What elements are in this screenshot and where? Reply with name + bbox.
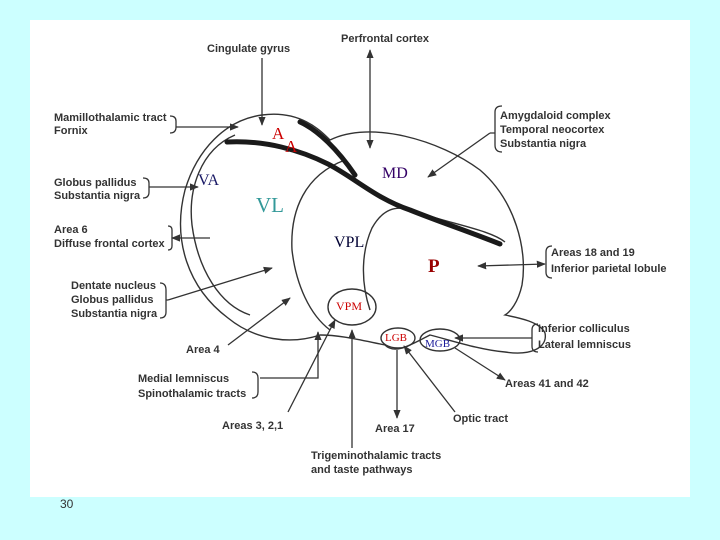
label-inferior-parietal-lobule: Inferior parietal lobule (551, 263, 667, 275)
label-globus-pallidus: Globus pallidus (71, 294, 154, 306)
label-mamillothalamic-tract: Mamillothalamic tract (54, 112, 167, 124)
arrow-optic-tract (403, 345, 456, 413)
label-dentate-nucleus: Dentate nucleus (71, 280, 156, 292)
va-boundary (190, 134, 251, 316)
pulvinar-boundary (362, 207, 411, 311)
internal-medullary-lamina (224, 139, 503, 247)
label-globus-pallidus-left: Globus pallidus (54, 177, 137, 189)
vpm-outline (327, 288, 377, 326)
bracket-medial-lemniscus (251, 371, 259, 399)
nucleus-label-aa-2: A (285, 137, 298, 156)
nucleus-labels: A A VA VL MD VPL P VPM LGB MGB (198, 124, 450, 350)
bracket-areas-18-19 (545, 245, 553, 279)
label-area-6: Area 6 (54, 224, 88, 236)
nucleus-label-va: VA (198, 172, 219, 189)
nucleus-label-md: MD (382, 165, 408, 182)
label-medial-lemniscus: Medial lemniscus (138, 373, 229, 385)
nucleus-label-vl: VL (256, 193, 284, 217)
connection-labels: Cingulate gyrus Perfrontal cortex Mamill… (54, 33, 667, 476)
label-areas-3-2-1: Areas 3, 2,1 (222, 420, 283, 432)
arrows (152, 49, 546, 448)
label-area-4: Area 4 (186, 344, 221, 356)
bracket-area6 (167, 225, 173, 251)
nucleus-label-p: P (428, 256, 440, 277)
arrow-amygdaloid (427, 132, 491, 178)
bracket-mamillothalamic (169, 115, 180, 134)
bracket-globus-left (142, 177, 152, 199)
label-area-17: Area 17 (375, 423, 415, 435)
nucleus-label-vpl: VPL (334, 234, 364, 251)
label-spinothalamic-tracts: Spinothalamic tracts (138, 388, 246, 400)
label-trigeminothalamic-tracts: Trigeminothalamic tracts (311, 450, 441, 462)
bracket-colliculus (531, 323, 539, 353)
arrow-areas-41-42 (454, 347, 506, 381)
label-areas-41-42: Areas 41 and 42 (505, 378, 589, 390)
arrow-dentate (167, 266, 273, 301)
label-substantia-nigra: Substantia nigra (71, 308, 158, 320)
label-temporal-neocortex: Temporal neocortex (500, 124, 605, 136)
brackets (142, 105, 553, 399)
bracket-amygdaloid (490, 105, 503, 153)
label-amygdaloid-complex: Amygdaloid complex (500, 110, 612, 122)
label-inferior-colliculus: Inferior colliculus (538, 323, 630, 335)
nucleus-label-mgb: MGB (425, 338, 450, 350)
label-optic-tract: Optic tract (453, 413, 508, 425)
bracket-dentate (159, 282, 168, 319)
arrow-area4 (227, 297, 291, 346)
nucleus-label-aa: A (272, 124, 285, 143)
slide-number: 30 (60, 497, 74, 511)
lgb-outline (380, 327, 416, 349)
label-taste-pathways: and taste pathways (311, 464, 412, 476)
arrow-medial-lemniscus (260, 331, 322, 379)
label-lateral-lemniscus: Lateral lemniscus (538, 339, 631, 351)
label-substantia-nigra-right: Substantia nigra (500, 138, 587, 150)
label-substantia-nigra-left: Substantia nigra (54, 190, 141, 202)
nucleus-label-lgb: LGB (385, 332, 407, 344)
anterior-lamina-branch (297, 119, 358, 178)
nucleus-label-vpm: VPM (336, 299, 362, 313)
arrow-areas-3-2-1 (287, 319, 336, 413)
slide-panel (30, 20, 690, 497)
label-areas-18-19: Areas 18 and 19 (551, 247, 635, 259)
label-prefrontal-cortex: Perfrontal cortex (341, 33, 430, 45)
label-diffuse-frontal-cortex: Diffuse frontal cortex (54, 238, 166, 250)
label-fornix: Fornix (54, 125, 88, 137)
arrow-areas-18-19 (477, 260, 546, 270)
thalamus-outer-contour (179, 113, 546, 354)
vl-boundary (291, 159, 346, 331)
label-cingulate-gyrus: Cingulate gyrus (207, 43, 290, 55)
